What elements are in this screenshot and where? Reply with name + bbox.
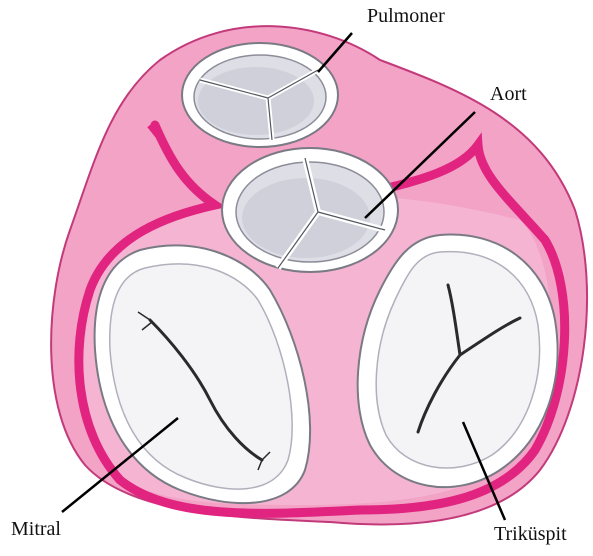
label-pulmoner: Pulmoner bbox=[367, 6, 445, 26]
pulmonary-valve bbox=[182, 43, 338, 147]
label-trikuspit: Triküspit bbox=[494, 524, 567, 544]
label-mitral: Mitral bbox=[11, 519, 61, 539]
label-aort: Aort bbox=[490, 84, 527, 104]
